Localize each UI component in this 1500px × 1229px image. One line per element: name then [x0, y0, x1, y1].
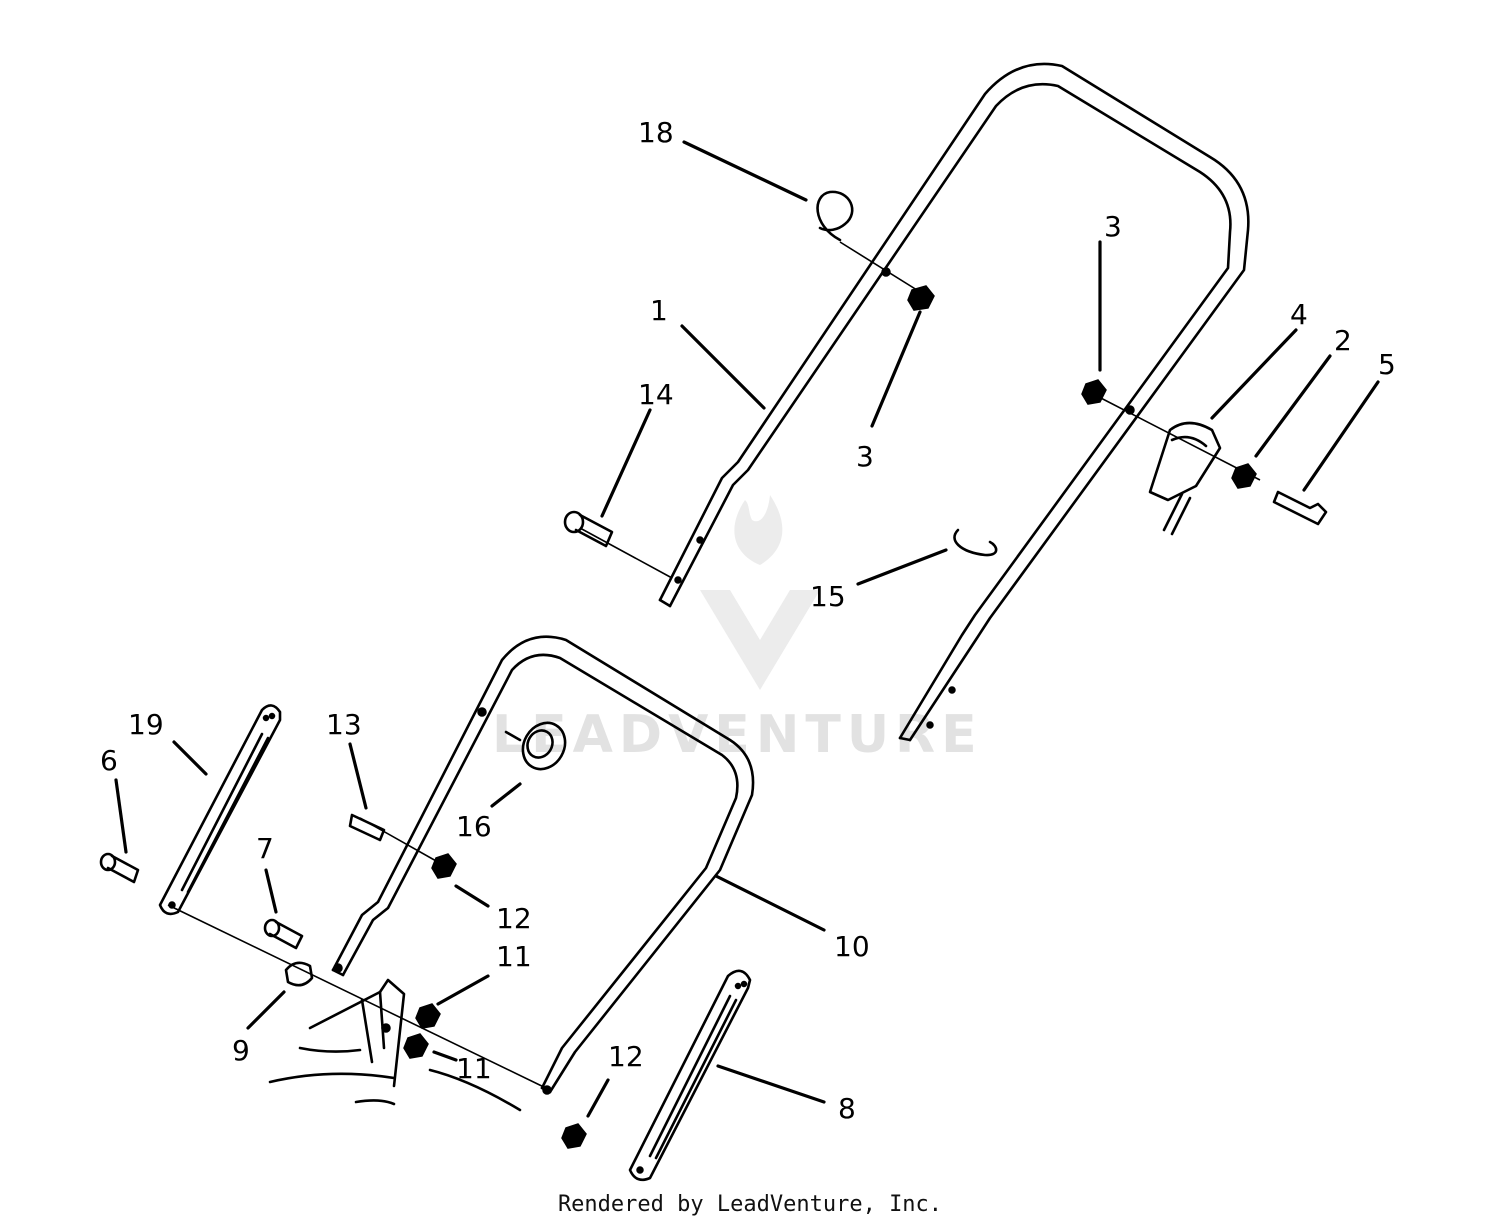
callout-14: 14 — [638, 378, 674, 411]
upper-handle — [658, 62, 1250, 742]
bolt-6 — [99, 852, 140, 884]
callout-10: 10 — [834, 930, 870, 963]
handle-knob — [504, 721, 567, 771]
lower-handle — [331, 635, 755, 1095]
bolt-7 — [263, 918, 304, 950]
nut-11-lower — [403, 1033, 429, 1059]
carriage-bolt-14 — [563, 510, 614, 548]
callout-5: 5 — [1378, 348, 1396, 381]
callout-13: 13 — [326, 708, 362, 741]
handle-bracket-8 — [628, 969, 752, 1182]
cable-clip — [953, 528, 998, 557]
callout-7: 7 — [256, 832, 274, 865]
watermark-text: LEADVENTURE — [492, 705, 983, 765]
callout-18: 18 — [638, 116, 674, 149]
nut-3-right — [1081, 379, 1107, 405]
cable-guide — [1148, 421, 1222, 536]
callout-9: 9 — [232, 1034, 250, 1067]
callout-2: 2 — [1334, 324, 1352, 357]
leadventure-watermark-logo: LEADVENTURE — [492, 495, 983, 765]
nut-3-upper — [907, 285, 935, 311]
callout-12-lower: 12 — [608, 1040, 644, 1073]
callout-15: 15 — [810, 580, 846, 613]
callout-12-upper: 12 — [496, 902, 532, 935]
mower-deck-fragment — [268, 978, 522, 1112]
render-credit: Rendered by LeadVenture, Inc. — [557, 1192, 943, 1217]
callout-11-upper: 11 — [496, 940, 532, 973]
callout-19: 19 — [128, 708, 164, 741]
handle-bracket-19 — [158, 704, 282, 916]
nut-11-upper — [415, 1003, 441, 1029]
nut-12-lower — [561, 1123, 587, 1149]
callout-1: 1 — [650, 294, 668, 327]
cable-hook — [816, 190, 854, 242]
callout-8: 8 — [838, 1092, 856, 1125]
leader-lines — [114, 140, 1380, 1118]
callout-11-lower: 11 — [456, 1052, 492, 1085]
callout-16: 16 — [456, 810, 492, 843]
callout-4: 4 — [1290, 298, 1308, 331]
nut-2 — [1231, 463, 1257, 489]
callout-3-right: 3 — [1104, 210, 1122, 243]
callout-labels: 18 1 14 3 3 4 2 5 15 19 6 13 16 7 12 10 … — [100, 116, 1396, 1125]
spacer-9 — [284, 961, 314, 987]
callout-3-upper: 3 — [856, 440, 874, 473]
bolt-13 — [348, 813, 386, 842]
nut-12-upper — [431, 853, 457, 879]
callout-6: 6 — [100, 744, 118, 777]
bolt-5 — [1272, 490, 1328, 526]
